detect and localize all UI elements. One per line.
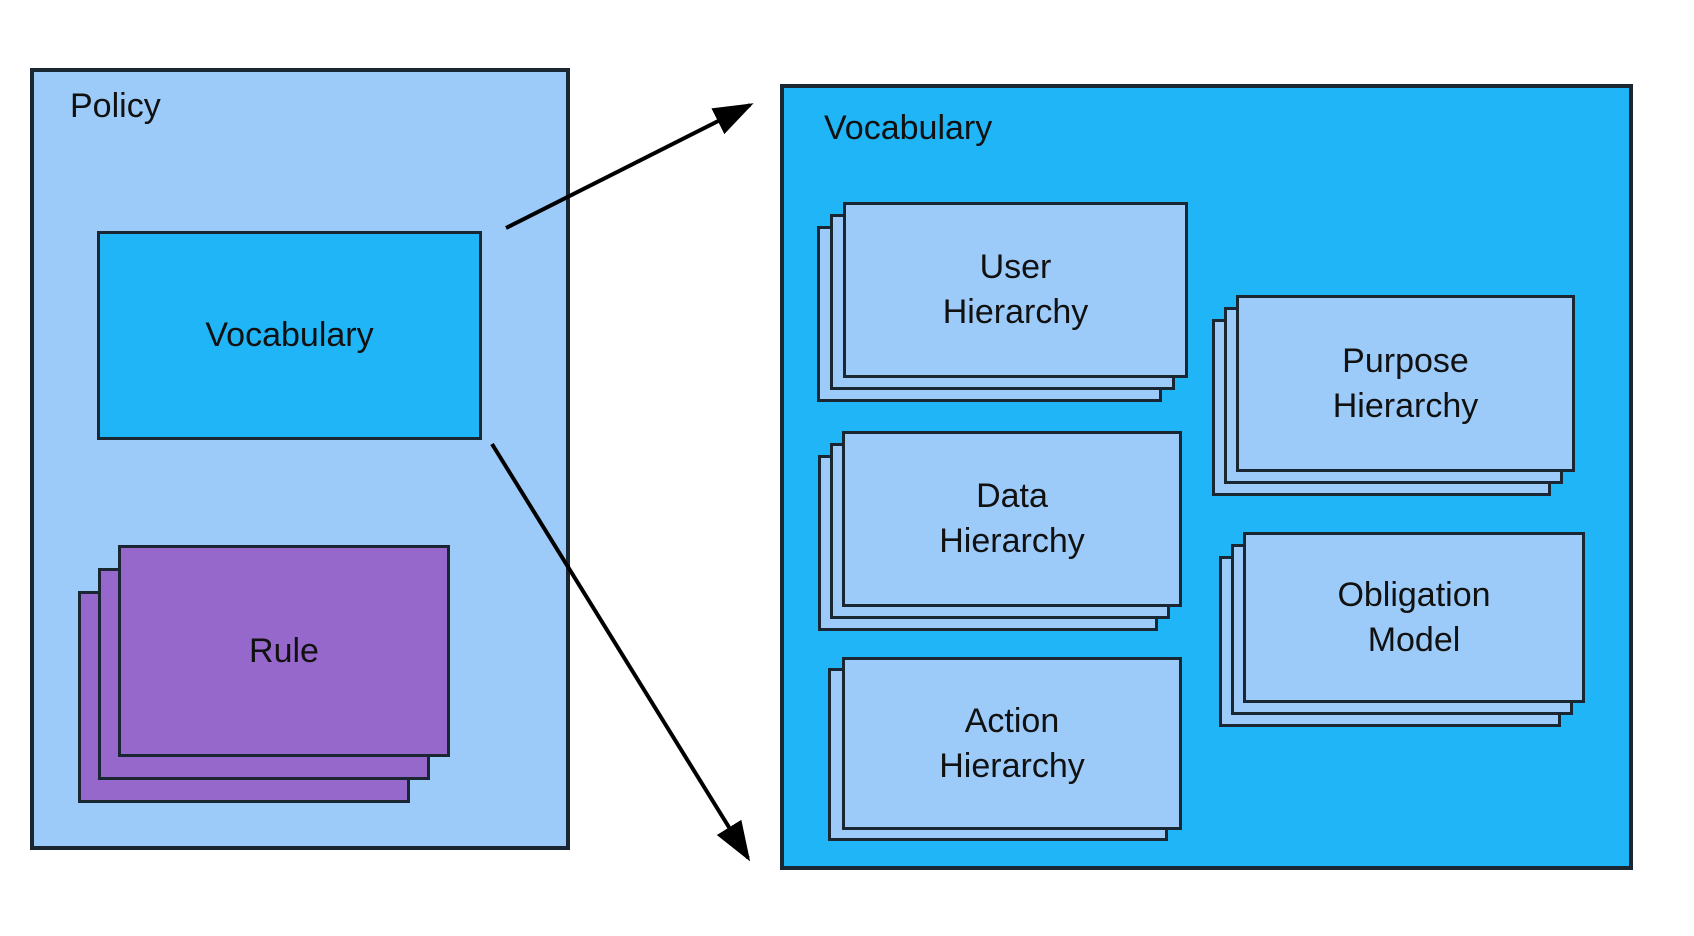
action-hierarchy-label: Action Hierarchy xyxy=(939,701,1085,785)
vocabulary-panel-label: Vocabulary xyxy=(824,109,993,147)
user-hierarchy-stack: User Hierarchy xyxy=(817,202,1188,402)
policy-vocabulary-label: Vocabulary xyxy=(205,316,374,354)
user-hierarchy-label: User Hierarchy xyxy=(942,248,1089,331)
obligation-model-label: Obligation Model xyxy=(1337,575,1491,659)
action-hierarchy-box: Action Hierarchy xyxy=(842,657,1182,830)
rule-label: Rule xyxy=(249,631,319,670)
action-hierarchy-stack: Action Hierarchy xyxy=(828,657,1182,841)
purpose-hierarchy-label: Purpose Hierarchy xyxy=(1332,341,1479,425)
purpose-hierarchy-stack: Purpose Hierarchy xyxy=(1212,295,1575,496)
policy-vocabulary-box: Vocabulary xyxy=(97,231,482,440)
purpose-hierarchy-box: Purpose Hierarchy xyxy=(1236,295,1575,472)
data-hierarchy-label: Data Hierarchy xyxy=(939,477,1085,560)
vocabulary-panel: Vocabulary User Hierarchy Data Hierarchy… xyxy=(780,84,1633,870)
data-hierarchy-stack: Data Hierarchy xyxy=(818,431,1182,631)
policy-label: Policy xyxy=(70,87,161,125)
data-hierarchy-box: Data Hierarchy xyxy=(842,431,1182,607)
obligation-model-box: Obligation Model xyxy=(1243,532,1585,703)
obligation-model-stack: Obligation Model xyxy=(1219,532,1585,727)
rule-stack: Rule xyxy=(78,545,450,803)
policy-panel: Policy Vocabulary Rule xyxy=(30,68,570,850)
rule-box: Rule xyxy=(118,545,450,757)
user-hierarchy-box: User Hierarchy xyxy=(843,202,1188,378)
